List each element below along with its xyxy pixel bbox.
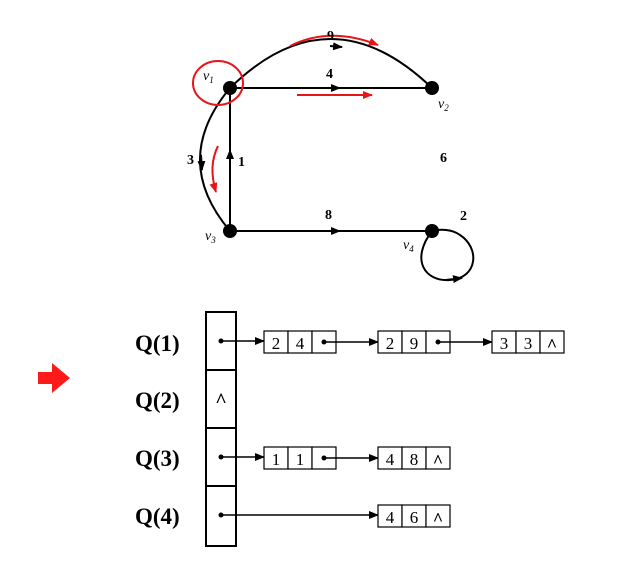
row-label-q4: Q(4) bbox=[135, 504, 180, 529]
node-vertex: 2 bbox=[272, 334, 281, 353]
edge-v1-v3-arc bbox=[199, 87, 231, 232]
list-node: 4 6 ^ bbox=[377, 504, 451, 529]
node-cell bbox=[425, 446, 451, 470]
big-red-arrow-icon bbox=[38, 363, 70, 393]
highlight-arrow-arc bbox=[289, 34, 379, 47]
list-node: 2 4 bbox=[263, 330, 337, 354]
edge-weight-4: 4 bbox=[326, 67, 333, 82]
vertex-label-v3: v3 bbox=[205, 229, 216, 245]
edge-weight-9: 9 bbox=[327, 29, 334, 44]
node-null: ^ bbox=[547, 335, 557, 355]
node-weight: 3 bbox=[524, 334, 533, 353]
edge-arrow-v1-v3-arc bbox=[197, 154, 206, 171]
node-null: ^ bbox=[433, 451, 443, 471]
edge-v4-loop bbox=[420, 228, 475, 282]
edge-weight-1: 1 bbox=[238, 155, 245, 170]
edge-weight-3: 3 bbox=[187, 153, 194, 168]
edge-weight-8: 8 bbox=[325, 208, 332, 223]
edge-weight-6: 6 bbox=[440, 151, 447, 166]
vertex-label-v4: v4 bbox=[403, 238, 414, 254]
highlight-circle-v1 bbox=[192, 60, 244, 106]
node-vertex: 2 bbox=[386, 334, 395, 353]
vertex-v3 bbox=[223, 224, 237, 238]
node-weight: 9 bbox=[410, 334, 419, 353]
head-null-q2: ^ bbox=[215, 390, 227, 412]
node-cell bbox=[425, 504, 451, 528]
vertex-v4 bbox=[425, 224, 439, 238]
node-null: ^ bbox=[433, 509, 443, 529]
list-node: 3 3 ^ bbox=[491, 330, 565, 355]
vertex-label-v1: v1 bbox=[203, 69, 214, 85]
highlight-arrow-down bbox=[209, 145, 219, 193]
node-vertex: 3 bbox=[500, 334, 509, 353]
vertex-label-v2: v2 bbox=[438, 97, 449, 113]
node-vertex: 1 bbox=[272, 450, 281, 469]
vertex-v1 bbox=[223, 81, 237, 95]
node-weight: 1 bbox=[296, 450, 305, 469]
node-cell bbox=[539, 330, 565, 354]
edge-v1-v2-arc bbox=[229, 38, 433, 89]
node-weight: 8 bbox=[410, 450, 419, 469]
adjacency-lists: Q(1) Q(2) Q(3) Q(4) ^ 2 4 2 9 bbox=[135, 311, 565, 547]
vertex-v2 bbox=[425, 81, 439, 95]
list-node: 2 9 bbox=[377, 330, 451, 354]
node-weight: 6 bbox=[410, 508, 419, 527]
edge-weight-2: 2 bbox=[460, 209, 467, 224]
node-weight: 4 bbox=[296, 334, 305, 353]
graph: v1 v2 v3 v4 9 4 3 1 8 2 6 bbox=[187, 29, 475, 284]
row-label-q1: Q(1) bbox=[135, 331, 180, 356]
node-vertex: 4 bbox=[386, 508, 395, 527]
list-node: 4 8 ^ bbox=[377, 446, 451, 471]
row-label-q2: Q(2) bbox=[135, 388, 180, 413]
edge-arrow-v1-v2-arc bbox=[329, 42, 343, 51]
node-vertex: 4 bbox=[386, 450, 395, 469]
edge-arrow-v4-loop bbox=[445, 275, 463, 284]
row-label-q3: Q(3) bbox=[135, 446, 180, 471]
